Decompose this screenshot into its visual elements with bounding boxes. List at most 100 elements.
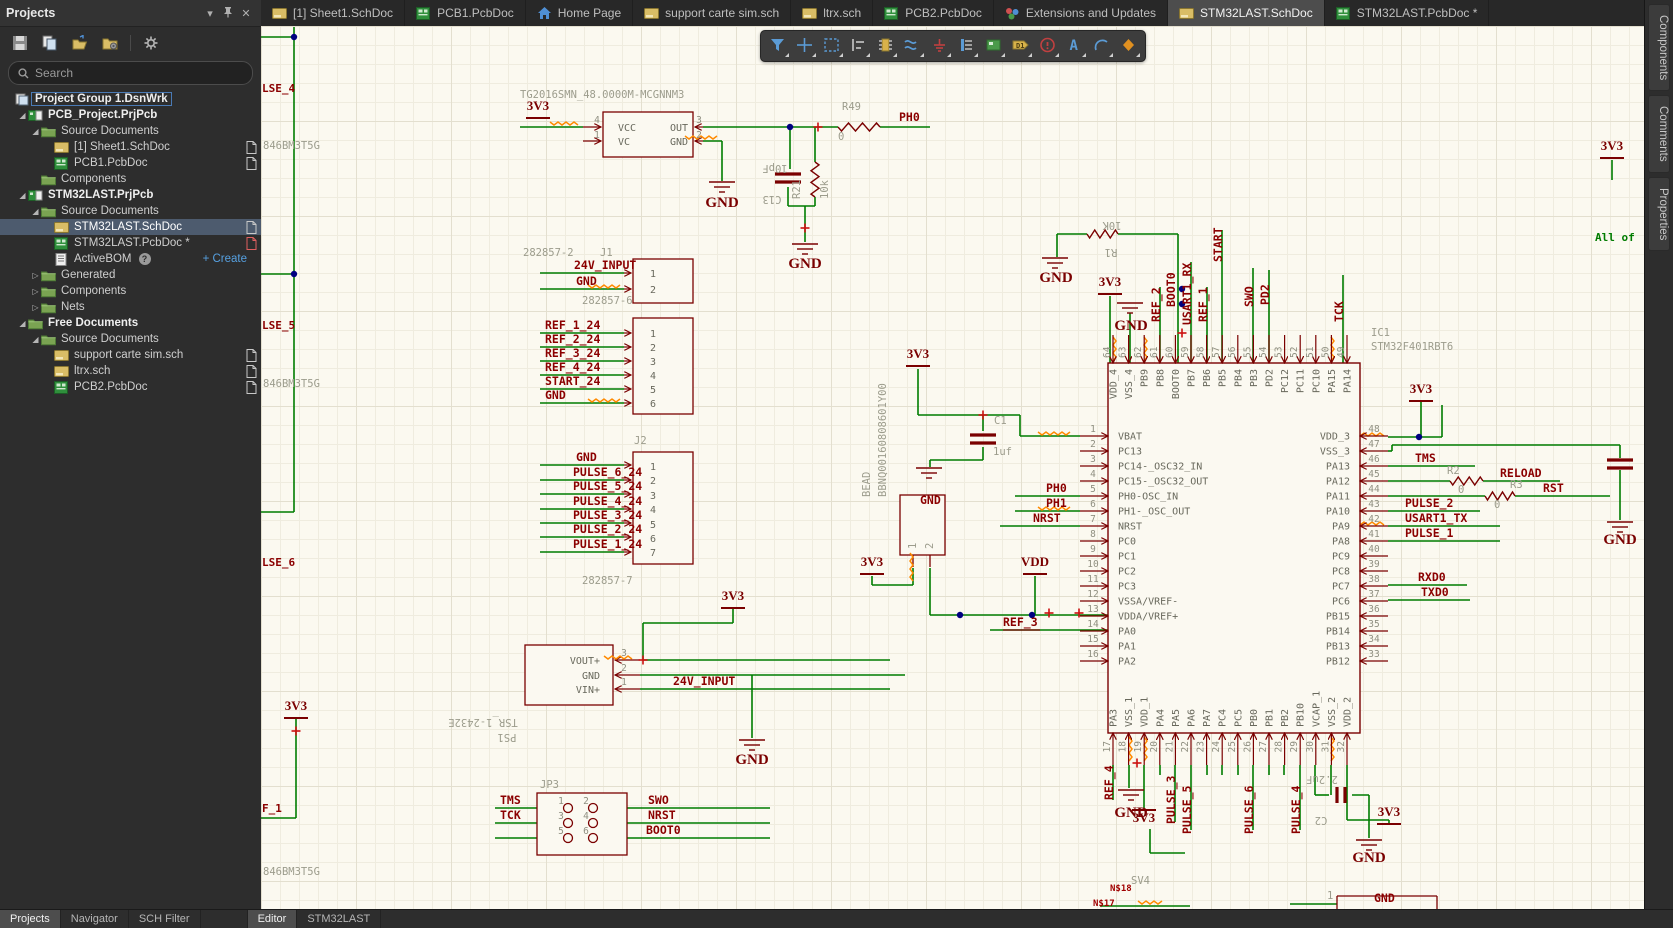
net-label-ref_4[interactable]: REF_4 (1102, 765, 1117, 800)
mcu-body[interactable] (1108, 363, 1360, 733)
expander-open-icon[interactable]: ◢ (17, 319, 28, 328)
designator-text[interactable]: R21 (791, 180, 803, 199)
doc-tab-pcb1-pcbdoc[interactable]: PCB1.PcbDoc (405, 0, 526, 26)
net-label-gnd[interactable]: GND (576, 274, 597, 288)
designator-text[interactable]: R49 (842, 101, 861, 113)
net-label-ph0[interactable]: PH0 (899, 110, 920, 124)
tree-item-nets[interactable]: ▷Nets (0, 299, 261, 315)
power-port-3v3[interactable]: 3V3 (907, 346, 930, 361)
power-port-3v3[interactable]: 3V3 (1133, 810, 1156, 825)
tree-item-source-documents[interactable]: ◢Source Documents (0, 331, 261, 347)
tree-item-source-documents[interactable]: ◢Source Documents (0, 123, 261, 139)
filter-button[interactable] (764, 33, 791, 59)
copy-icon[interactable] (40, 33, 60, 53)
net-label-24v_input[interactable]: 24V_INPUT (673, 674, 735, 689)
net-label-gnd[interactable]: GND (1374, 891, 1395, 905)
connector-pad[interactable] (564, 834, 573, 843)
net-label-ref_3_24[interactable]: REF_3_24 (545, 346, 600, 361)
gnd-label[interactable]: GND (1352, 850, 1386, 866)
designator-text[interactable]: TG2016SMN_48.0000M-MCGNNM3 (520, 89, 684, 101)
gnd-label[interactable]: GND (1114, 318, 1148, 334)
connector-pad[interactable] (564, 819, 573, 828)
expander-closed-icon[interactable]: ▷ (30, 271, 41, 280)
gnd-label[interactable]: GND (735, 752, 769, 768)
designator-text[interactable]: R2 (1447, 465, 1460, 477)
net-label-cut[interactable]: LSE_6 (262, 556, 295, 569)
designator-text[interactable]: 10pF (762, 162, 787, 174)
net-label-pulse_1_24[interactable]: PULSE_1_24 (573, 537, 642, 552)
net-label-cut[interactable]: LSE_5 (262, 319, 295, 332)
bottom-tab-sch-filter[interactable]: SCH Filter (129, 910, 201, 928)
net-label-pulse_5[interactable]: PULSE_5 (1180, 785, 1195, 834)
designator-text[interactable]: 0 (838, 131, 844, 143)
net-label-gnd[interactable]: GND (576, 450, 597, 464)
tree-item-components[interactable]: Components (0, 171, 261, 187)
net-label-n$17[interactable]: N$17 (1093, 899, 1115, 909)
panel-tab-comments[interactable]: Comments (1648, 95, 1670, 173)
tree-item-stm32last-pcbdoc-[interactable]: STM32LAST.PcbDoc * (0, 235, 261, 251)
doc-tab-stm32last-pcbdoc-[interactable]: STM32LAST.PcbDoc * (1325, 0, 1490, 26)
net-label-ref_3[interactable]: REF_3 (1003, 615, 1038, 630)
bottom-tab-navigator[interactable]: Navigator (61, 910, 129, 928)
gnd-label[interactable]: GND (705, 195, 739, 211)
net-label-pulse_5_24[interactable]: PULSE_5_24 (573, 479, 642, 494)
designator-text[interactable]: 846BM3T5G (263, 866, 320, 878)
component-body[interactable] (537, 793, 627, 855)
designator-text[interactable]: R1 (1105, 246, 1118, 258)
net-label-pulse_4_24[interactable]: PULSE_4_24 (573, 494, 642, 509)
folder-settings-icon[interactable] (100, 33, 120, 53)
designator-text[interactable]: J2 (634, 435, 647, 447)
doc-tab-pcb2-pcbdoc[interactable]: PCB2.PcbDoc (873, 0, 994, 26)
net-label-start_24[interactable]: START_24 (545, 374, 600, 389)
tree-item-components[interactable]: ▷Components (0, 283, 261, 299)
net-label-tck[interactable]: TCK (1332, 301, 1346, 322)
chevron-down-icon[interactable]: ▾ (201, 7, 219, 20)
expander-closed-icon[interactable]: ▷ (30, 303, 41, 312)
designator-text[interactable]: IC1 (1371, 327, 1390, 339)
gnd-label[interactable]: GND (788, 256, 822, 272)
move-cross-button[interactable] (791, 33, 818, 59)
align-button[interactable] (845, 33, 872, 59)
open-folder-icon[interactable] (70, 33, 90, 53)
designator-text[interactable]: C13 (763, 193, 782, 205)
tree-item-activebom[interactable]: ActiveBOM?+ Create (0, 251, 261, 267)
tree-item-stm32last-schdoc[interactable]: STM32LAST.SchDoc (0, 219, 261, 235)
tree-item--1-sheet1-schdoc[interactable]: [1] Sheet1.SchDoc (0, 139, 261, 155)
designator-text[interactable]: 282857-7 (582, 575, 633, 587)
net-label-gnd[interactable]: GND (545, 388, 566, 402)
editor-tab-stm32last[interactable]: STM32LAST (297, 910, 381, 928)
net-label-ph0[interactable]: PH0 (1046, 481, 1067, 495)
net-label-boot0[interactable]: BOOT0 (646, 823, 681, 837)
designator-text[interactable]: 1 (1327, 890, 1333, 902)
place-wire-button[interactable] (899, 33, 926, 59)
designator-text[interactable]: 1uf (993, 446, 1012, 458)
net-label-boot0[interactable]: BOOT0 (1164, 272, 1178, 307)
panel-tab-components[interactable]: Components (1648, 4, 1670, 91)
net-label-rxd0[interactable]: RXD0 (1418, 570, 1446, 584)
net-label-rst[interactable]: RST (1543, 481, 1564, 495)
expander-closed-icon[interactable]: ▷ (30, 287, 41, 296)
tree-item-free-documents[interactable]: ◢Free Documents (0, 315, 261, 331)
net-label-tms[interactable]: TMS (500, 793, 521, 807)
tree-item-pcb2-pcbdoc[interactable]: PCB2.PcbDoc (0, 379, 261, 395)
designator-text[interactable]: BBNQ00160808601Y00 (877, 383, 889, 497)
resistor[interactable] (838, 123, 880, 131)
net-label-ref_4_24[interactable]: REF_4_24 (545, 360, 600, 375)
net-label-cut[interactable]: F_1 (262, 802, 282, 815)
pin-icon[interactable] (219, 6, 237, 21)
net-label-pulse_6[interactable]: PULSE_6 (1242, 785, 1257, 834)
net-label-gnd[interactable]: GND (920, 493, 941, 507)
tree-item-source-documents[interactable]: ◢Source Documents (0, 203, 261, 219)
place-power-port-button[interactable] (926, 33, 953, 59)
net-label-pulse_2_24[interactable]: PULSE_2_24 (573, 522, 642, 537)
net-label-pulse_6_24[interactable]: PULSE_6_24 (573, 465, 642, 480)
editor-tab-editor[interactable]: Editor (248, 910, 298, 928)
designator-text[interactable]: J1 (600, 247, 613, 259)
expander-open-icon[interactable]: ◢ (17, 191, 28, 200)
settings-gear-icon[interactable] (141, 33, 161, 53)
net-label-start[interactable]: START (1211, 227, 1225, 262)
doc-tab-home-page[interactable]: Home Page (526, 0, 633, 26)
net-label-cut[interactable]: LSE_4 (262, 82, 295, 95)
expander-open-icon[interactable]: ◢ (30, 127, 41, 136)
designator-text[interactable]: 1 (907, 543, 919, 549)
